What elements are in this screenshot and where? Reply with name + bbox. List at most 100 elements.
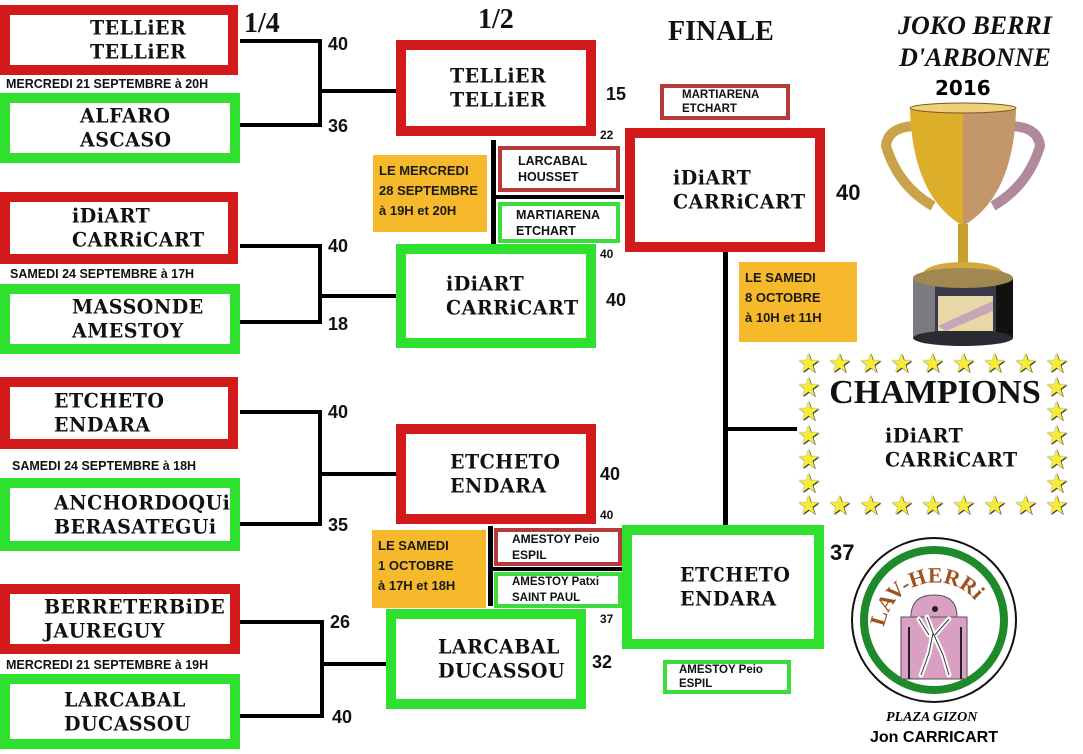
- bracket-line: [723, 252, 728, 526]
- qf2-top-team[interactable]: iDiART CARRiCART: [0, 192, 238, 264]
- bracket-line: [320, 472, 400, 476]
- team-line2: DUCASSOU: [64, 711, 192, 736]
- star-icon: ★: [859, 490, 883, 520]
- tournament-year: 2016: [935, 76, 991, 100]
- bracket-line: [318, 244, 322, 324]
- star-icon: ★: [1014, 348, 1038, 378]
- bracket-line: [240, 410, 322, 414]
- final-top-team[interactable]: iDiART CARRiCART: [625, 128, 825, 252]
- final-label: FINALE: [668, 16, 774, 47]
- star-icon: ★: [921, 348, 945, 378]
- qf2-bottom-score: 18: [328, 314, 349, 334]
- qf4-bottom-team[interactable]: LARCABAL DUCASSOU: [0, 674, 240, 749]
- sf2-barrage-team-2[interactable]: AMESTOY Patxi SAINT PAUL: [494, 572, 622, 608]
- bracket-line: [318, 410, 322, 526]
- bracket-line: [488, 526, 493, 606]
- team-line1: MARTIARENA: [516, 207, 601, 222]
- bracket-line: [318, 39, 322, 127]
- sf2-barrage2-score: 37: [600, 612, 614, 626]
- bracket-line: [490, 567, 626, 571]
- team-line1: LARCABAL: [64, 687, 186, 712]
- team-line1: ETCHETO: [54, 389, 165, 413]
- star-icon: ★: [797, 348, 821, 378]
- sf1-top-score: 15: [606, 84, 627, 104]
- star-icon: ★: [1014, 490, 1038, 520]
- star-icon: ★: [797, 396, 821, 426]
- sf1-barrage-team-1[interactable]: LARCABAL HOUSSET: [498, 146, 620, 192]
- star-icon: ★: [1045, 420, 1069, 450]
- schedule-line: LE MERCREDI: [379, 163, 469, 178]
- team-line2: BERASATEGUi: [54, 514, 217, 539]
- team-line2: JAUREGUY: [44, 619, 165, 643]
- star-icon: ★: [797, 372, 821, 402]
- star-icon: ★: [797, 420, 821, 450]
- team-line1: ANCHORDOQUi: [54, 490, 231, 515]
- schedule-line: à 10H et 11H: [745, 310, 822, 325]
- champions-line1: iDiART: [885, 424, 964, 448]
- team-line2: TELLiER: [90, 40, 187, 64]
- schedule-line: 28 SEPTEMBRE: [379, 183, 478, 198]
- quarterfinal-label: 1/4: [244, 8, 280, 39]
- schedule-line: LE SAMEDI: [378, 538, 449, 553]
- star-icon: ★: [797, 444, 821, 474]
- qf3-top-score: 40: [328, 402, 349, 422]
- qf1-bottom-score: 36: [328, 116, 349, 136]
- team-line2: ESPIL: [512, 548, 547, 562]
- final-bottom-score: 37: [830, 540, 855, 565]
- lav-herri-logo-icon: LAV-HERRi: [851, 537, 1017, 703]
- sf1-bottom-score: 40: [606, 290, 627, 310]
- sf1-barrage2-score: 40: [600, 247, 614, 261]
- qf2-bottom-team[interactable]: MASSONDE AMESTOY: [0, 284, 240, 354]
- team-line2: ASCASO: [80, 128, 172, 152]
- sf2-barrage-team-1[interactable]: AMESTOY Peio ESPIL: [494, 528, 622, 566]
- champions-title: CHAMPIONS: [829, 374, 1041, 411]
- star-icon: ★: [1045, 396, 1069, 426]
- schedule-line: 1 OCTOBRE: [378, 558, 454, 573]
- final-bottom-opponent[interactable]: AMESTOY Peio ESPIL: [663, 660, 791, 694]
- qf1-bottom-team[interactable]: ALFARO ASCASO: [0, 93, 240, 163]
- champions-line2: CARRiCART: [885, 448, 1018, 472]
- star-icon: ★: [797, 490, 821, 520]
- star-icon: ★: [890, 348, 914, 378]
- semifinal-label: 1/2: [478, 4, 514, 35]
- team-line2: CARRiCART: [72, 228, 205, 252]
- team-line2: AMESTOY: [72, 319, 184, 343]
- tournament-title: JOKO BERRI D'ARBONNE: [870, 10, 1080, 74]
- sf2-top-score: 40: [600, 464, 621, 484]
- qf4-date: MERCREDI 21 SEPTEMBRE à 19H: [6, 658, 209, 672]
- final-top-opponent[interactable]: MARTIARENA ETCHART: [660, 84, 790, 120]
- star-icon: ★: [859, 348, 883, 378]
- sf1-bottom-team[interactable]: iDiART CARRiCART: [396, 244, 596, 348]
- team-line1: iDiART: [446, 272, 525, 296]
- qf3-date: SAMEDI 24 SEPTEMBRE à 18H: [12, 459, 197, 473]
- team-line1: ETCHETO: [450, 450, 561, 474]
- star-icon: ★: [1045, 348, 1069, 378]
- sf2-top-team[interactable]: ETCHETO ENDARA: [396, 424, 596, 524]
- team-line2: ESPIL: [679, 678, 713, 690]
- qf4-top-team[interactable]: BERRETERBiDE JAUREGUY: [0, 584, 240, 654]
- star-icon: ★: [921, 490, 945, 520]
- sf2-schedule: LE SAMEDI 1 OCTOBRE à 17H et 18H: [372, 530, 486, 608]
- tournament-title-line2: D'ARBONNE: [899, 43, 1051, 72]
- team-line1: BERRETERBiDE: [44, 595, 226, 619]
- champions-panel: ★★★★★★★★★★★★★★★★★★★★★★★★★★★★ CHAMPIONS i…: [795, 350, 1075, 522]
- qf3-bottom-team[interactable]: ANCHORDOQUi BERASATEGUi: [0, 478, 240, 551]
- sf2-barrage1-score: 40: [600, 508, 614, 522]
- star-icon: ★: [952, 490, 976, 520]
- star-icon: ★: [828, 348, 852, 378]
- star-icon: ★: [952, 348, 976, 378]
- team-line2: DUCASSOU: [438, 659, 566, 683]
- bracket-line: [240, 39, 322, 43]
- final-bottom-team[interactable]: ETCHETO ENDARA: [622, 525, 824, 649]
- star-icon: ★: [1045, 372, 1069, 402]
- qf1-top-team[interactable]: TELLiER TELLiER: [0, 5, 238, 75]
- sf1-top-team[interactable]: TELLiER TELLiER: [396, 40, 596, 136]
- team-line2: ENDARA: [680, 587, 777, 611]
- sf1-barrage-team-2[interactable]: MARTIARENA ETCHART: [498, 202, 620, 243]
- qf3-top-team[interactable]: ETCHETO ENDARA: [0, 377, 238, 449]
- schedule-line: à 19H et 20H: [379, 203, 457, 218]
- star-icon: ★: [1045, 490, 1069, 520]
- star-icon: ★: [797, 468, 821, 498]
- sf2-bottom-team[interactable]: LARCABAL DUCASSOU: [386, 609, 586, 709]
- bracket-line: [494, 195, 624, 199]
